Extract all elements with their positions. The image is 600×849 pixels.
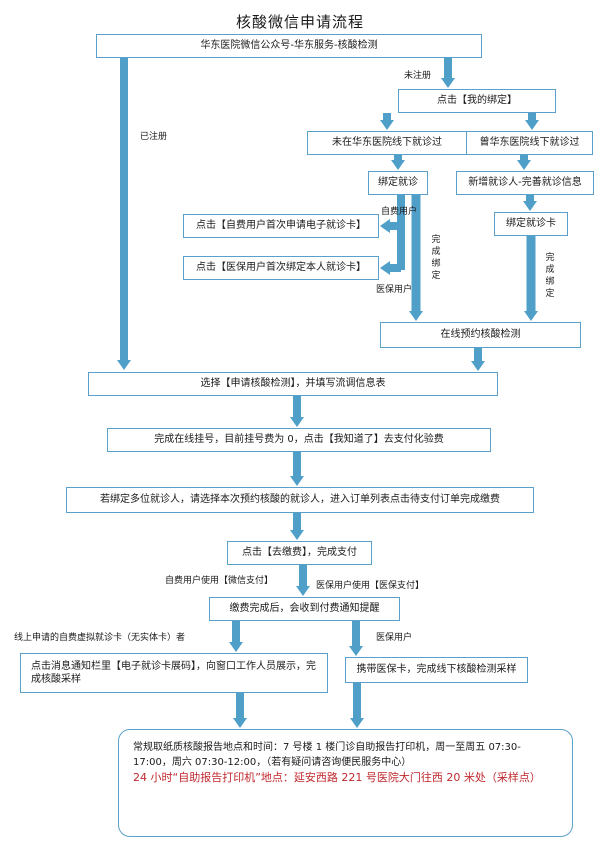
arrow-registered	[117, 58, 131, 370]
arrow-branch-not-visited	[380, 113, 394, 130]
node-multi-patient: 若绑定多位就诊人，请选择本次预约核酸的就诊人，进入订单列表点击待支付订单完成缴费	[66, 487, 534, 513]
node-my-binding: 点击【我的绑定】	[398, 89, 556, 113]
arrow-to-insurance	[380, 261, 401, 275]
label-registered: 已注册	[140, 132, 168, 142]
arrow-to-self-pay	[380, 219, 401, 233]
arrow-user-branch-stem	[397, 195, 405, 270]
label-self-pay-wechat: 自费用户使用【微信支付】	[165, 576, 274, 586]
arrow-to-pay	[290, 513, 304, 540]
arrow-to-insurance-card	[349, 621, 363, 656]
label-insurance-pay: 医保用户使用【医保支付】	[316, 581, 425, 591]
node-not-visited: 未在华东医院线下就诊过	[307, 131, 467, 155]
arrow-to-new-patient	[517, 155, 531, 170]
arrow-bind-card-complete	[524, 236, 538, 321]
arrow-bind-visit-complete	[409, 195, 423, 321]
node-notice: 缴费完成后，会收到付费通知提醒	[209, 597, 400, 621]
node-bind-visit: 绑定就诊	[368, 171, 428, 195]
node-official-account: 华东医院微信公众号-华东服务-核酸检测	[96, 34, 482, 58]
node-virtual-card: 点击消息通知栏里【电子就诊卡展码】，向窗口工作人员展示，完成核酸采样	[20, 653, 328, 693]
label-unregistered: 未注册	[404, 71, 432, 81]
label-insurance-user: 医保用户	[376, 285, 413, 295]
arrow-to-bind-card	[523, 195, 537, 211]
node-report-info: 常规取纸质核酸报告地点和时间：7 号楼 1 楼门诊自助报告打印机，周一至周五 0…	[118, 729, 573, 837]
arrow-virtual-to-final	[233, 693, 247, 728]
label-complete-binding-left: 完成绑定	[431, 235, 441, 281]
label-online-virtual-card: 线上申请的自费虚拟就诊卡（无实体卡）者	[14, 633, 186, 643]
arrow-unregistered	[441, 58, 455, 88]
page-title: 核酸微信申请流程	[235, 13, 364, 31]
node-pay: 点击【去缴费】，完成支付	[227, 541, 372, 565]
label-self-pay-user: 自费用户	[381, 207, 418, 217]
arrow-to-registration	[290, 396, 304, 427]
node-visited: 曾华东医院线下就诊过	[466, 131, 593, 155]
report-info-24h: 24 小时“自助报告打印机”地点：延安西路 221 号医院大门往西 20 米处（…	[133, 771, 541, 784]
node-new-patient: 新增就诊人-完善就诊信息	[456, 171, 594, 195]
arrow-to-select-test	[471, 348, 485, 371]
arrow-insurance-to-final	[350, 683, 364, 728]
node-bind-card: 绑定就诊卡	[494, 212, 568, 236]
node-registration: 完成在线挂号，目前挂号费为 0，点击【我知道了】去支付化验费	[107, 428, 491, 452]
label-complete-binding-right: 完成绑定	[545, 253, 555, 299]
arrow-to-virtual-card	[229, 621, 243, 652]
label-insurance-user-2: 医保用户	[376, 633, 413, 643]
node-select-test: 选择【申请核酸检测】，并填写流调信息表	[88, 372, 498, 396]
node-online-booking: 在线预约核酸检测	[380, 322, 581, 348]
arrow-branch-visited	[525, 113, 539, 130]
node-insurance-bind: 点击【医保用户首次绑定本人就诊卡】	[183, 256, 379, 280]
arrow-to-multi-patient	[290, 452, 304, 486]
node-self-pay-apply: 点击【自费用户首次申请电子就诊卡】	[183, 214, 379, 238]
node-insurance-card: 携带医保卡，完成线下核酸检测采样	[345, 657, 528, 683]
arrow-to-bind-visit	[391, 155, 405, 170]
report-info-regular: 常规取纸质核酸报告地点和时间：7 号楼 1 楼门诊自助报告打印机，周一至周五 0…	[133, 742, 521, 768]
arrow-to-notice	[296, 565, 310, 596]
